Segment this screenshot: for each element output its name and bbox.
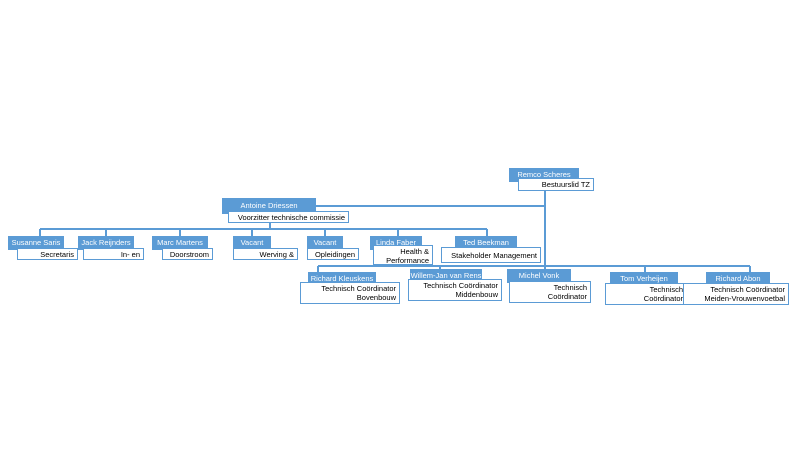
org-node-role: Opleidingen — [307, 248, 359, 260]
org-node-role: Technisch Coördinator Middenbouw — [408, 279, 502, 301]
org-node-name: Antoine Driessen — [222, 198, 316, 214]
org-node-name: Vacant — [233, 236, 271, 250]
org-node-role: Technisch Coördinator Bovenbouw — [300, 282, 400, 304]
org-node-name: Jack Reijnders — [78, 236, 134, 250]
org-node-role: Stakeholder Management — [441, 247, 541, 263]
org-node-role: Health & Performance — [373, 245, 433, 265]
org-node-name: Vacant — [307, 236, 343, 250]
org-node-name: Ted Beekman — [455, 236, 517, 250]
org-node-role: Voorzitter technische commissie — [228, 211, 349, 223]
org-node-role: In- en Uitstroom — [83, 248, 144, 260]
org-node-role: Secretaris — [17, 248, 78, 260]
org-node-role: Werving & selectie — [233, 248, 298, 260]
org-node-role: Technisch Coördinator Meiden-Vrouwenvoet… — [683, 283, 789, 305]
org-node-role: Doorstroom — [162, 248, 213, 260]
org-node-role: Technisch Coördinator Onderbouw — [605, 283, 687, 305]
org-node-name: Susanne Saris — [8, 236, 64, 250]
org-node-role: Bestuurslid TZ — [518, 178, 594, 191]
org-node-role: Technisch Coördinator Onderbouw — [509, 281, 591, 303]
org-node-name: Michel Vonk — [507, 269, 571, 283]
org-node-name: Tom Verheijen — [610, 272, 678, 286]
org-node-name: Marc Martens — [152, 236, 208, 250]
org-node-name: Richard Abon — [706, 272, 770, 286]
